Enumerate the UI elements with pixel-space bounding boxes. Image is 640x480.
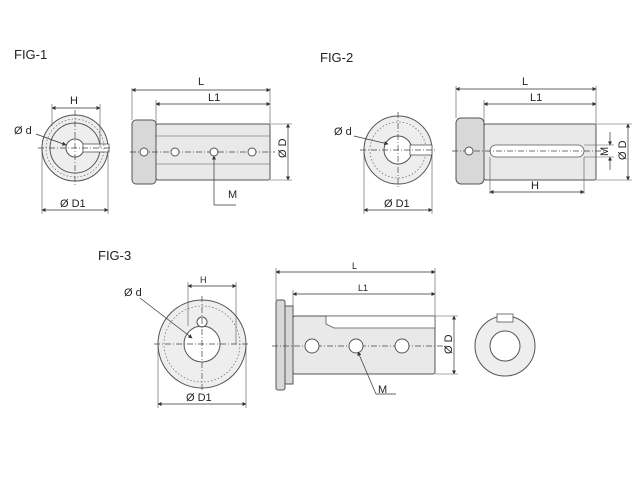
fig3-l1-label: L1 [358, 283, 368, 293]
fig2-dia-label: Ø D [617, 140, 629, 160]
fig2-l1-label: L1 [530, 92, 542, 104]
fig2-side-view: L L1 M Ø D H [452, 76, 632, 195]
fig1-dia-label: Ø D [277, 138, 289, 158]
fig3-title: FIG-3 [98, 248, 131, 263]
fig2-d1-label: Ø D1 [384, 198, 410, 210]
fig2: FIG-2 Ø d Ø D1 L [320, 50, 632, 214]
fig1-side-view: L L1 Ø D M [130, 76, 292, 206]
fig2-end-view: Ø d Ø D1 [334, 112, 436, 214]
fig3-end-view: H Ø d Ø D1 [124, 275, 250, 408]
fig1-l-label: L [198, 76, 204, 88]
fig1-end-view: H Ø d Ø D1 [14, 95, 112, 214]
fig1-d-label: Ø d [14, 125, 32, 137]
fig3-dia-label: Ø D [443, 334, 455, 354]
fig2-title: FIG-2 [320, 50, 353, 65]
fig3-l-label: L [352, 261, 357, 271]
fig3-d-label: Ø d [124, 287, 142, 299]
fig1-d1-label: Ø D1 [60, 198, 86, 210]
fig3-h-label: H [200, 275, 207, 285]
fig1: FIG-1 H Ø d Ø D1 [14, 47, 292, 214]
fig3-ring-view [474, 313, 536, 377]
fig1-l1-label: L1 [208, 92, 220, 104]
fig3-d1-label: Ø D1 [186, 392, 212, 404]
fig1-h-label: H [70, 95, 78, 107]
fig2-d-label: Ø d [334, 126, 352, 138]
fig3: FIG-3 H Ø d Ø D1 [98, 248, 536, 408]
fig1-m-label: M [228, 189, 237, 201]
fig1-title: FIG-1 [14, 47, 47, 62]
fig3-side-view: L L1 Ø D M [272, 261, 458, 396]
fig3-m-label: M [378, 384, 387, 396]
fig2-m-label: M [599, 147, 611, 156]
fig2-l-label: L [522, 76, 528, 88]
fig2-h-label: H [531, 180, 539, 192]
